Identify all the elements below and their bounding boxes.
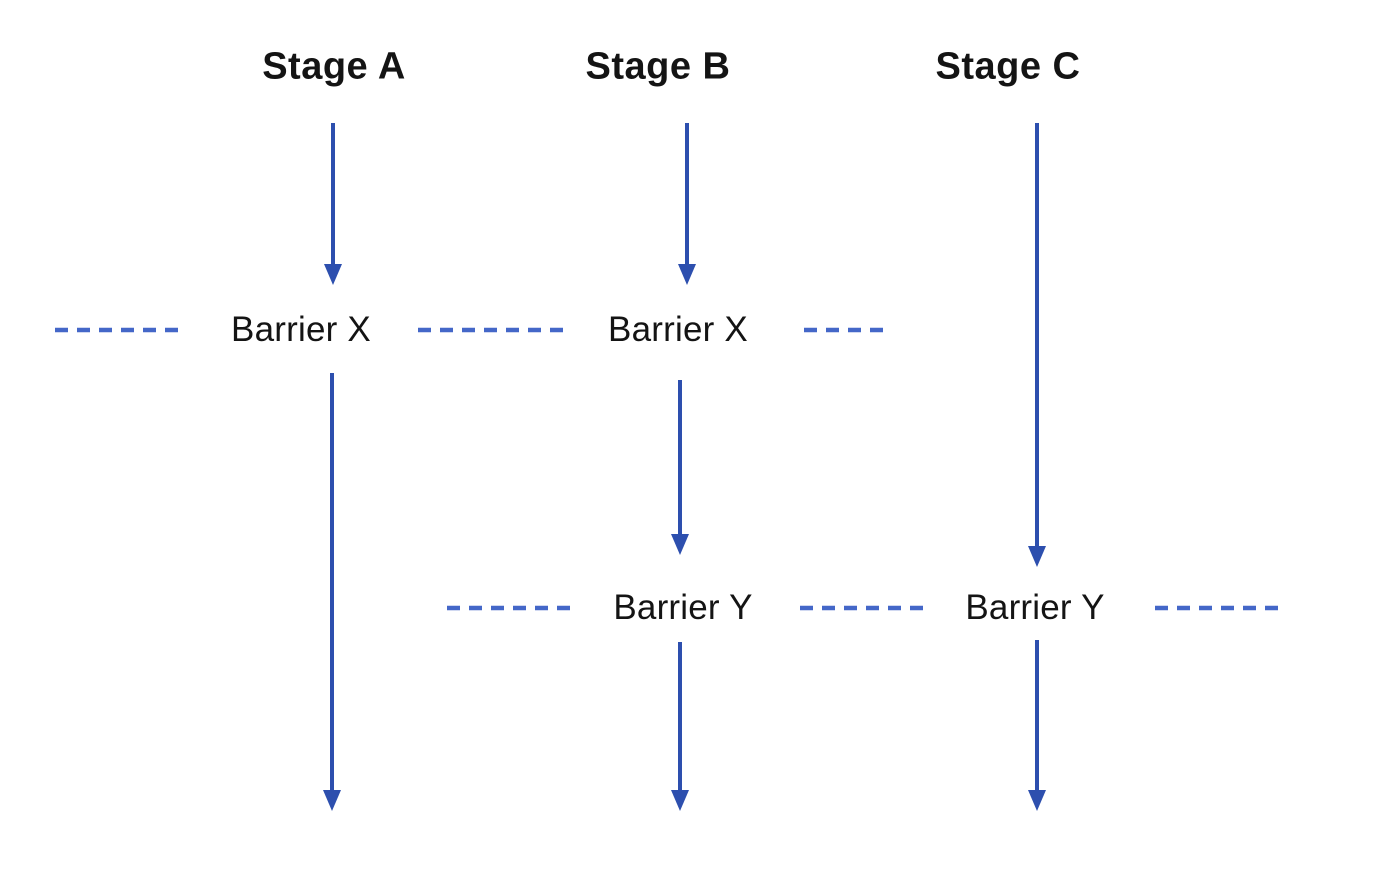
arrowhead-icon bbox=[671, 790, 689, 811]
barrier-y-label-stage-c: Barrier Y bbox=[965, 588, 1105, 627]
stage-c-label: Stage C bbox=[935, 45, 1081, 88]
barrier-y-label-stage-b: Barrier Y bbox=[613, 588, 753, 627]
stage-c-arrow-top bbox=[1028, 123, 1046, 567]
stage-b-arrow-bottom bbox=[671, 642, 689, 811]
arrowhead-icon bbox=[671, 534, 689, 555]
barrier-x-label-stage-a: Barrier X bbox=[231, 310, 371, 349]
stage-b-label: Stage B bbox=[585, 45, 731, 88]
stage-a-arrow-bottom bbox=[323, 373, 341, 811]
arrowhead-icon bbox=[323, 790, 341, 811]
stage-c-arrow-bottom bbox=[1028, 640, 1046, 811]
stage-b-arrow-middle bbox=[671, 380, 689, 555]
barrier-x-label-stage-b: Barrier X bbox=[608, 310, 748, 349]
arrowhead-icon bbox=[1028, 546, 1046, 567]
stage-a-label: Stage A bbox=[262, 45, 406, 88]
arrowhead-icon bbox=[324, 264, 342, 285]
arrowhead-icon bbox=[1028, 790, 1046, 811]
arrowhead-icon bbox=[678, 264, 696, 285]
stage-b-arrow-top bbox=[678, 123, 696, 285]
stage-a-arrow-top bbox=[324, 123, 342, 285]
